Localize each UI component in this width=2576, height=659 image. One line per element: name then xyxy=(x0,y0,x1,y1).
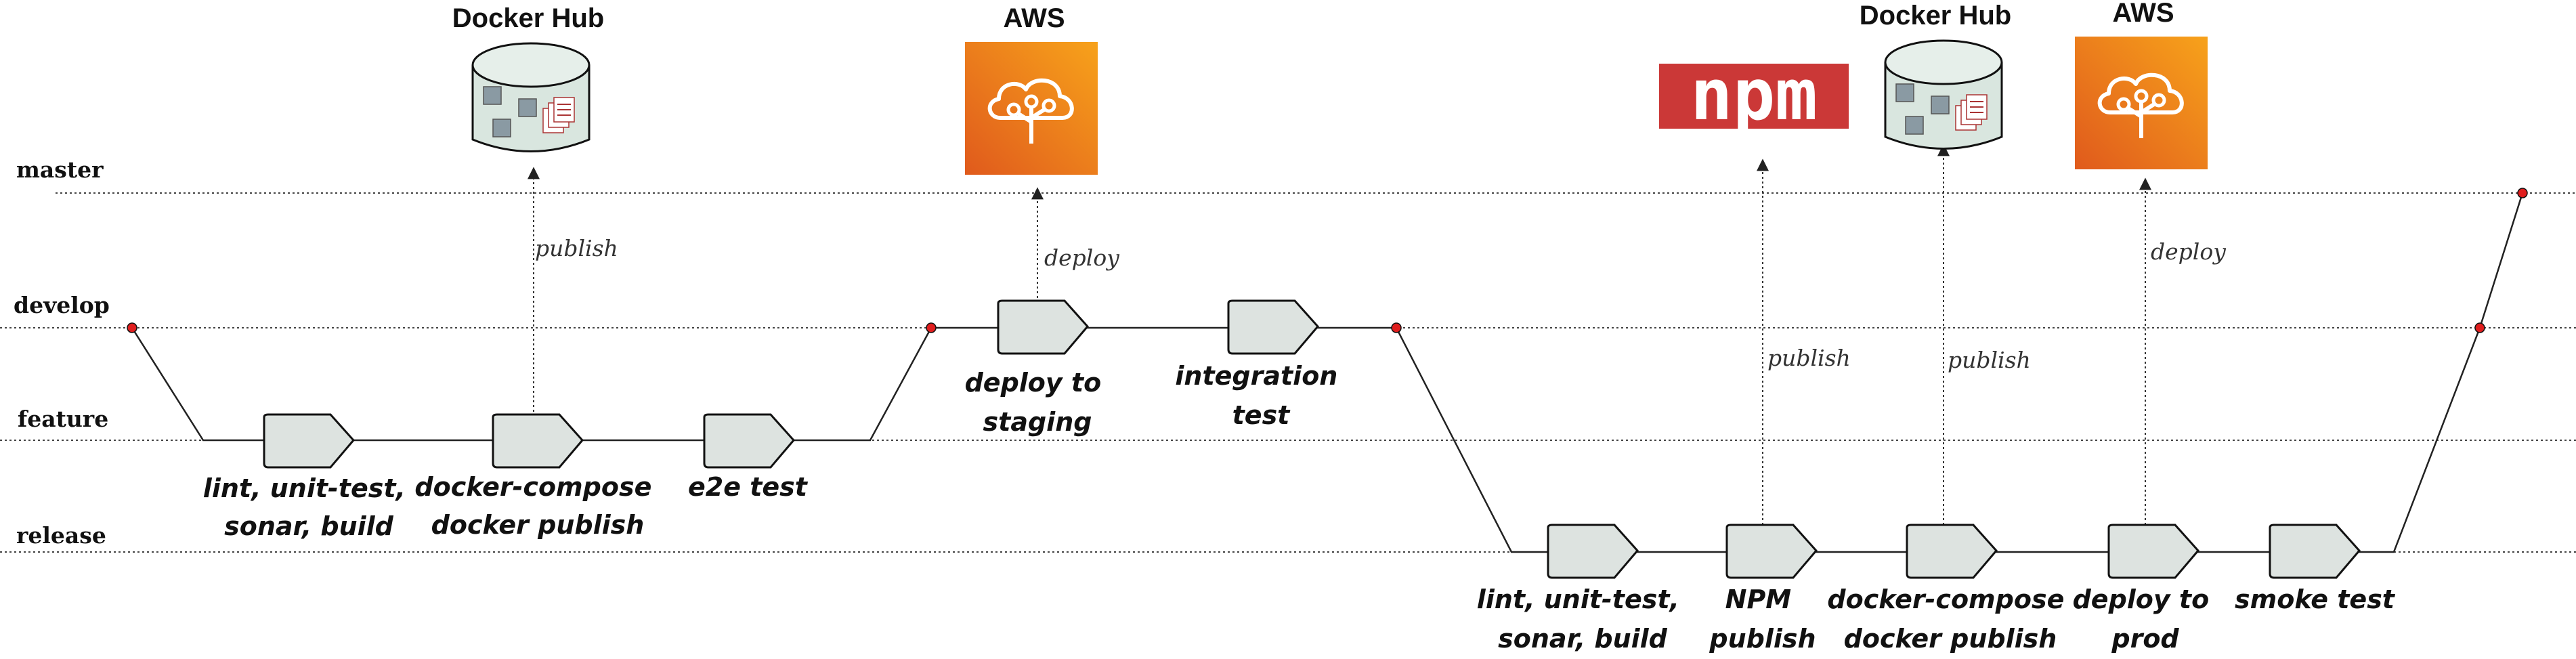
target-title-aws-1: AWS xyxy=(1003,3,1065,33)
step-develop-deploy-staging xyxy=(997,299,1089,355)
docker-hub-icon xyxy=(1884,39,2003,150)
arrow-label-deploy-staging: deploy xyxy=(1044,245,1119,271)
step-label-feature-e2e: e2e test xyxy=(688,472,809,502)
arrow-label-publish-npm: publish xyxy=(1767,345,1851,371)
step-release-lint xyxy=(1547,524,1639,579)
branch-node-develop-merge xyxy=(926,322,937,333)
arrow-label-publish-docker: publish xyxy=(1948,347,2031,373)
step-release-docker-compose xyxy=(1906,524,1998,579)
step-label-develop-deploy-staging: deploy to staging xyxy=(965,368,1111,437)
docker-hub-icon xyxy=(471,42,591,152)
step-label-release-deploy-prod: deploy to prod xyxy=(2073,584,2218,654)
branch-node-develop-start xyxy=(127,322,137,333)
target-title-aws-2: AWS xyxy=(2112,0,2174,28)
aws-icon xyxy=(965,42,1098,175)
step-label-release-docker-compose: docker-compose docker publish xyxy=(1827,584,2073,654)
lane-label-master: master xyxy=(16,156,104,183)
lane-label-feature: feature xyxy=(18,406,108,432)
step-release-smoke xyxy=(2269,524,2361,579)
step-label-release-npm: NPM publish xyxy=(1709,584,1816,654)
step-label-develop-integration: integration test xyxy=(1175,361,1346,430)
step-release-deploy-prod xyxy=(2107,524,2199,579)
npm-logo-text: npm xyxy=(1690,54,1818,136)
lane-label-release: release xyxy=(16,522,106,549)
branch-node-master xyxy=(2517,188,2528,198)
target-title-docker-hub-2: Docker Hub xyxy=(1860,1,2012,30)
step-label-feature-lint: lint, unit-test, sonar, build xyxy=(203,473,414,541)
aws-icon xyxy=(2075,37,2208,169)
step-label-release-smoke: smoke test xyxy=(2235,584,2396,614)
arrow-label-publish-feature: publish xyxy=(535,235,618,261)
target-title-docker-hub-1: Docker Hub xyxy=(452,3,605,33)
lane-label-develop: develop xyxy=(14,292,110,318)
step-feature-e2e xyxy=(703,413,795,469)
step-feature-lint xyxy=(263,413,355,469)
branch-node-develop-release xyxy=(1391,322,1402,333)
arrow-label-deploy-prod: deploy xyxy=(2151,238,2226,265)
step-feature-docker-compose xyxy=(492,413,584,469)
step-release-npm xyxy=(1725,524,1818,579)
step-develop-integration xyxy=(1227,299,1319,355)
branch-node-develop-back xyxy=(2474,322,2485,333)
npm-logo-icon: npm xyxy=(1659,54,1849,136)
step-label-release-lint: lint, unit-test, sonar, build xyxy=(1477,584,1688,654)
step-label-feature-docker-compose: docker-compose docker publish xyxy=(414,472,660,540)
